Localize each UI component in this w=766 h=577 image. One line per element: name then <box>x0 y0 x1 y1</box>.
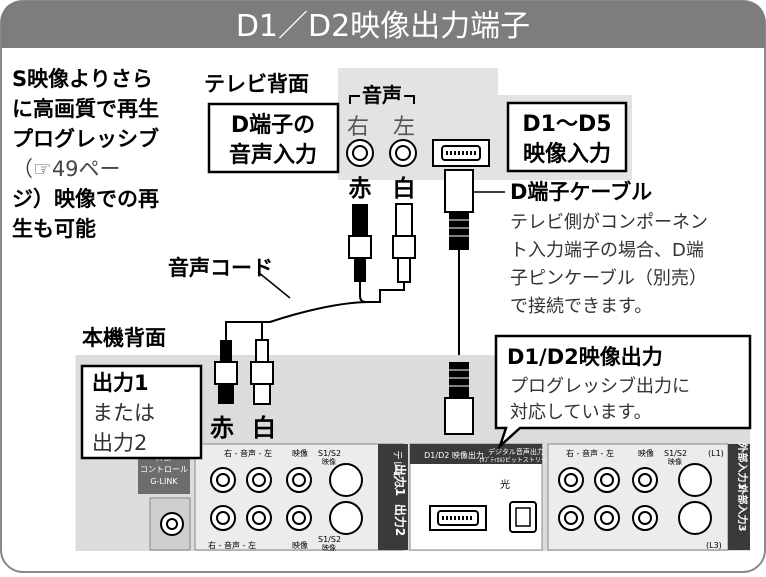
d-cable-title: D端子ケーブル <box>510 180 652 204</box>
row-audio-top-label: 右 - 音声 - 左 <box>224 448 272 458</box>
bracket-right <box>404 95 415 104</box>
tv-d-terminal <box>432 139 490 167</box>
row-s-bottom-sub: 映像 <box>322 543 336 552</box>
ext-control-text: G-LINK <box>150 477 178 486</box>
audio-cord-label: 音声コード <box>168 256 273 280</box>
digital-label-2: (ｵﾌﾟﾃｨｶﾙ)ビットストリーム <box>479 456 553 464</box>
d-audio-input-box <box>207 102 340 174</box>
d1-d5-line1: D1〜D5 <box>522 112 611 137</box>
left-note: S映像よりさら に高画質で再生 プログレッシブ （☞49ペー ジ）映像での再 生… <box>12 67 159 241</box>
rca-plug-white-top <box>392 203 416 283</box>
rca-plug-white-bottom <box>250 339 274 405</box>
right-audio-label: 右 - 音声 - 左 <box>566 448 614 458</box>
digital-label-1: デジタル音声出力 <box>488 447 544 456</box>
ext1-label: 外部入力1 <box>736 442 749 490</box>
row-s-bottom-label: S1/S2 <box>318 535 341 544</box>
optical-jack <box>509 501 537 533</box>
d-cable-plug-top <box>444 169 474 250</box>
left-note-line: S映像よりさら <box>12 67 153 91</box>
output-box <box>80 364 203 460</box>
d-audio-input-line2: 音声入力 <box>229 142 317 168</box>
output-jacks-section <box>194 443 404 551</box>
l1-label: (L1) <box>708 449 724 458</box>
output-jacks <box>210 463 363 535</box>
to-tv-label: テレビへ <box>391 450 403 490</box>
output-box-line1: 出力1 <box>92 371 149 395</box>
out2-label: 出力2 <box>393 504 408 536</box>
audio-bracket-label: 音声 <box>362 83 402 107</box>
left-note-line: （☞49ペー <box>12 157 121 181</box>
left-note-line: ジ）映像での再 <box>12 187 159 211</box>
input-side-label-bg <box>728 444 750 550</box>
audio-left-label: 左 <box>393 115 415 140</box>
audio-right-label: 右 <box>347 115 369 140</box>
d-cable-line: 子ピンケーブル（別売） <box>510 267 707 289</box>
white-label-top: 白 <box>393 175 416 202</box>
d1d2-callout <box>494 334 752 451</box>
left-note-line: に高画質で再生 <box>12 97 159 121</box>
d-cable-line: テレビ側がコンポーネン <box>510 212 708 233</box>
row-audio-bottom-label: 右 - 音声 - 左 <box>208 540 256 550</box>
row-s-top-sub: 映像 <box>322 457 336 466</box>
output-side-label-bg <box>378 444 408 550</box>
audio-cable-middle <box>261 300 381 340</box>
rca-plug-red-top <box>348 204 372 282</box>
row-video-top-label: 映像 <box>292 448 308 458</box>
right-s-sub: 映像 <box>668 457 682 466</box>
out1-label: 出力1 <box>393 464 408 496</box>
d1d2-callout-title: D1/D2映像出力 <box>507 345 663 369</box>
d1-d5-line2: 映像入力 <box>523 141 611 167</box>
d-cable-line: で接続できます。 <box>510 296 652 317</box>
ext-control-text: コントロール <box>140 465 188 474</box>
red-label-bottom: 赤 <box>210 414 234 442</box>
white-label-bottom: 白 <box>252 414 276 442</box>
right-s-label: S1/S2 <box>664 449 687 458</box>
row-video-bottom-label: 映像 <box>292 540 308 550</box>
d-cable-desc: テレビ側がコンポーネン ト入力端子の場合、D端 子ピンケーブル（別売） で接続で… <box>510 212 708 317</box>
d1d2-port-label: D1/D2 映像出力 <box>424 450 484 460</box>
input-jacks <box>558 463 712 535</box>
ext3-label: 外部入力3 <box>736 484 749 532</box>
optical-label: 光 <box>500 478 510 491</box>
d1d2-callout-line2: 対応しています。 <box>510 402 652 423</box>
row-s-top-label: S1/S2 <box>318 449 341 458</box>
d-cable-plug-bottom <box>444 362 474 435</box>
input-section <box>547 443 729 551</box>
page-title: D1／D2映像出力端子 <box>236 9 530 44</box>
d1d2-callout-line1: プログレッシブ出力に <box>510 375 690 397</box>
bracket-left <box>349 95 360 104</box>
l3-label: (L3) <box>706 541 722 550</box>
d1-d5-input-box <box>506 101 628 173</box>
red-label-top: 赤 <box>349 176 372 202</box>
left-note-line: プログレッシブ <box>12 127 159 151</box>
d1d2-header <box>410 444 542 464</box>
right-video-label: 映像 <box>638 448 654 458</box>
left-note-line: 生も可能 <box>12 217 96 241</box>
unit-d1d2-terminal <box>429 505 487 531</box>
d-cable-line: ト入力端子の場合、D端 <box>510 240 704 261</box>
output-box-line3: 出力2 <box>92 431 147 455</box>
tv-back-label: テレビ背面 <box>204 72 309 96</box>
tv-audio-jack-right <box>346 139 374 167</box>
output-box-line2: または <box>92 401 155 425</box>
unit-back-label: 本機背面 <box>82 326 166 350</box>
title-bar <box>1 1 765 48</box>
g-link-jack <box>160 512 184 536</box>
tv-audio-jack-left <box>389 139 417 167</box>
audio-cable-split <box>225 321 262 340</box>
rca-plug-red-bottom <box>214 340 238 404</box>
d-audio-input-line1: D端子の <box>231 113 315 138</box>
audio-cord-leader <box>257 271 291 299</box>
